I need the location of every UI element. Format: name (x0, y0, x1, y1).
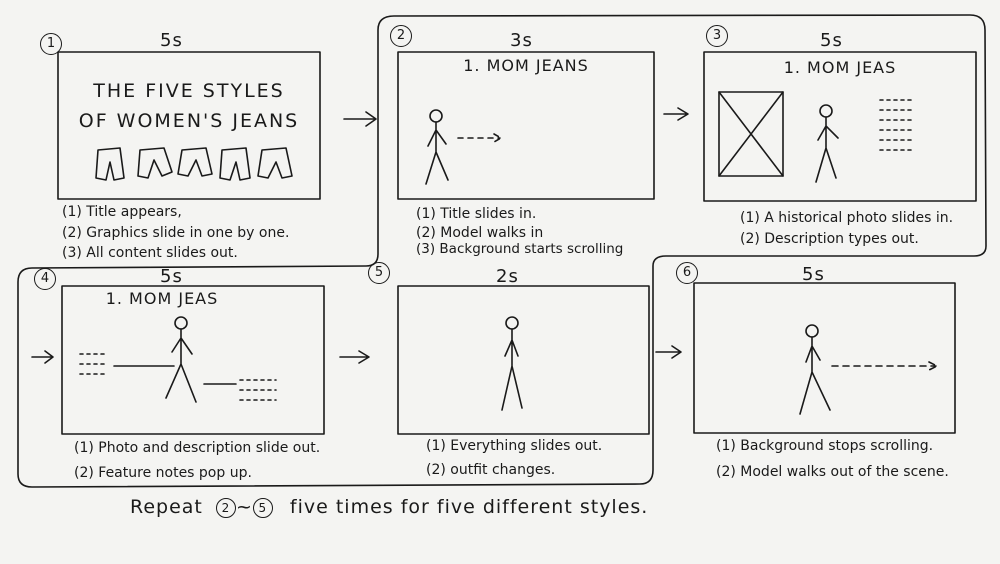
footer-range-start: 2 (215, 497, 236, 518)
text-lines-icon (239, 379, 277, 401)
panel-duration-3: 5s (820, 30, 843, 51)
footer-tilde: ~ (235, 496, 253, 518)
panel-2-note-2: (2) Model walks in (416, 225, 544, 241)
footer-prefix: Repeat (130, 496, 203, 518)
panel-2-note-3: (3) Background starts scrolling (416, 241, 624, 257)
panel-4-note-1: (1) Photo and description slide out. (74, 440, 321, 456)
panel-3-frame-title: 1. MOM JEAS (783, 58, 897, 77)
panel-duration-1: 5s (160, 30, 183, 51)
stick-figure-icon (815, 104, 839, 183)
panel-1-title-line-2: OF WOMEN'S JEANS (78, 110, 300, 132)
group-outline-2-3 (17, 14, 987, 488)
panel-number-2: 2 (390, 25, 412, 47)
panel-3-note-1: (1) A historical photo slides in. (740, 210, 954, 226)
frame-1 (57, 51, 321, 200)
frame-5 (397, 285, 650, 435)
frame-4 (61, 285, 325, 435)
panel-duration-6: 5s (802, 264, 825, 285)
panel-3-note-2: (2) Description types out. (740, 231, 919, 247)
stick-figure-icon (501, 316, 523, 411)
right-arrow-icon (339, 350, 370, 364)
jeans-icon (137, 147, 173, 179)
frame-3 (703, 51, 977, 202)
panel-number-6: 6 (676, 262, 698, 284)
stick-figure-icon (799, 324, 831, 415)
footer-range-end: 5 (252, 497, 273, 518)
text-lines-icon (879, 99, 913, 151)
jeans-icon (257, 147, 293, 179)
right-arrow-icon (655, 345, 682, 359)
jeans-icon (219, 147, 251, 181)
right-arrow-icon (343, 111, 377, 127)
motion-line (831, 361, 938, 371)
text-lines-icon (79, 353, 107, 375)
panel-6-note-1: (1) Background stops scrolling. (716, 438, 934, 454)
panel-5-note-2: (2) outfit changes. (426, 462, 556, 478)
frame-6 (693, 282, 956, 434)
motion-line (457, 133, 502, 143)
frame-2 (397, 51, 655, 200)
panel-2-note-1: (1) Title slides in. (416, 206, 537, 222)
panel-4-note-2: (2) Feature notes pop up. (74, 465, 252, 481)
panel-5-note-1: (1) Everything slides out. (426, 438, 603, 454)
jeans-icon (177, 147, 213, 177)
photo-placeholder-icon (718, 91, 784, 177)
panel-number-3: 3 (706, 25, 728, 47)
panel-duration-4: 5s (160, 266, 183, 287)
footer-instruction: Repeat 2~5 five times for five different… (130, 496, 648, 518)
panel-1-note-1: (1) Title appears, (62, 204, 182, 220)
panel-4-frame-title: 1. MOM JEAS (105, 289, 219, 308)
jeans-icon (95, 147, 125, 181)
panel-1-title-line-1: THE FIVE STYLES (93, 80, 285, 102)
panel-number-4: 4 (34, 268, 56, 290)
panel-2-frame-title: 1. MOM JEANS (463, 56, 589, 75)
footer-suffix: five times for five different styles. (289, 496, 649, 518)
right-arrow-icon (663, 107, 689, 121)
panel-duration-5: 2s (496, 266, 519, 287)
panel-1-note-2: (2) Graphics slide in one by one. (62, 225, 290, 241)
right-arrow-icon (31, 350, 54, 364)
panel-6-note-2: (2) Model walks out of the scene. (716, 464, 949, 480)
panel-1-title: THE FIVE STYLES OF WOMEN'S JEANS (58, 76, 320, 136)
panel-number-5: 5 (368, 262, 390, 284)
panel-duration-2: 3s (510, 30, 533, 51)
stick-figure-icon (425, 109, 449, 185)
panel-1-note-3: (3) All content slides out. (62, 245, 238, 261)
panel-number-1: 1 (40, 33, 62, 55)
stick-figure-icon (165, 316, 197, 403)
